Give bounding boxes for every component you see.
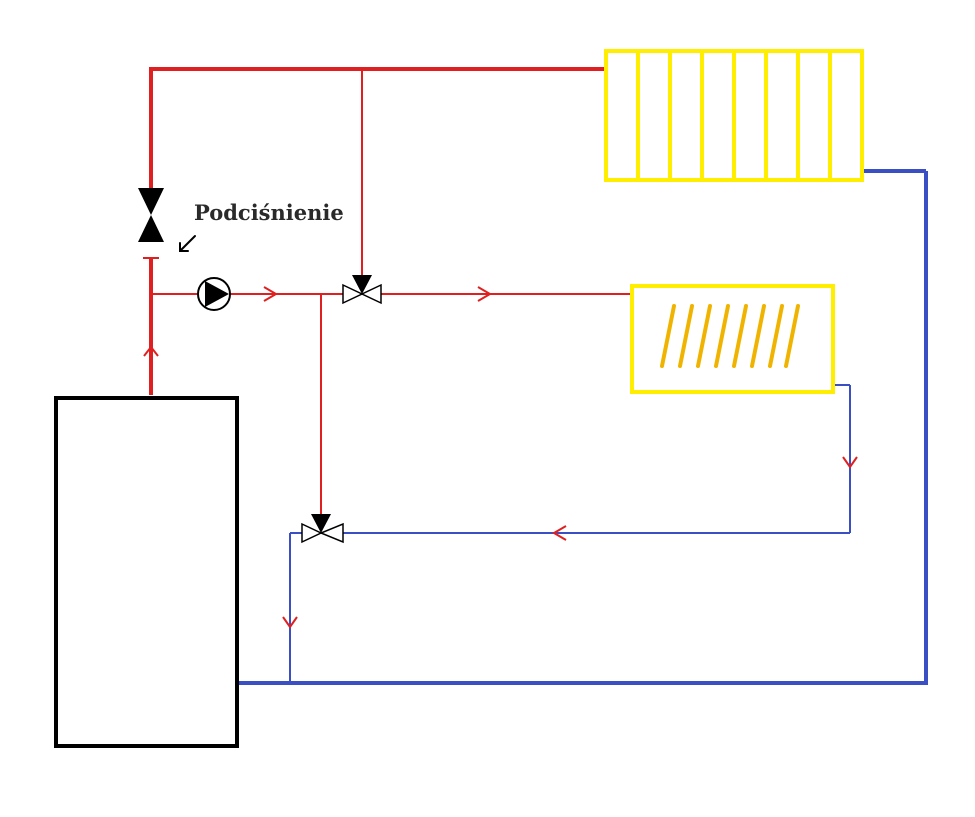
return-pipes [238, 169, 928, 685]
panel-radiator [604, 49, 864, 182]
valve-top-triangle [311, 514, 331, 533]
floor-coil [768, 304, 784, 368]
flow-arrow-left-return [552, 525, 567, 541]
valve-right-triangle [360, 283, 382, 305]
flow-arrow-right-to-floor [477, 286, 492, 302]
floor-coil [696, 304, 712, 368]
floor-heating-coils [660, 304, 800, 368]
boiler-tank [54, 396, 239, 748]
floor-coil [678, 304, 694, 368]
three-way-mixing-valve-upper-icon [342, 275, 382, 305]
pressure-label: Podciśnienie [194, 200, 344, 225]
valve-upper-triangle [138, 188, 164, 215]
circulation-pump-icon [197, 277, 231, 311]
two-way-valve-icon [138, 188, 164, 242]
flow-arrow-down-bypass [282, 616, 298, 629]
floor-coil [660, 304, 676, 368]
flow-arrow-down-floor-return [842, 456, 858, 469]
valve-top-triangle [352, 275, 372, 294]
floor-heating-frame [630, 284, 835, 394]
valve-left-triangle [342, 283, 364, 305]
floor-coil [750, 304, 766, 368]
floor-heating-loop [630, 284, 835, 394]
supply-pipes [143, 67, 632, 515]
flow-arrow-right-after-pump [263, 286, 278, 302]
pump-direction-triangle [205, 281, 229, 307]
valve-right-triangle [319, 522, 344, 544]
arrow-down-left-icon [179, 235, 196, 252]
three-way-mixing-valve-lower-icon [301, 514, 344, 544]
valve-left-triangle [301, 522, 323, 544]
valve-lower-triangle [138, 215, 164, 242]
floor-coil [784, 304, 800, 368]
flow-arrows [143, 286, 858, 629]
floor-coil [714, 304, 730, 368]
floor-coil [732, 304, 748, 368]
flow-arrow-up-riser [143, 345, 159, 357]
